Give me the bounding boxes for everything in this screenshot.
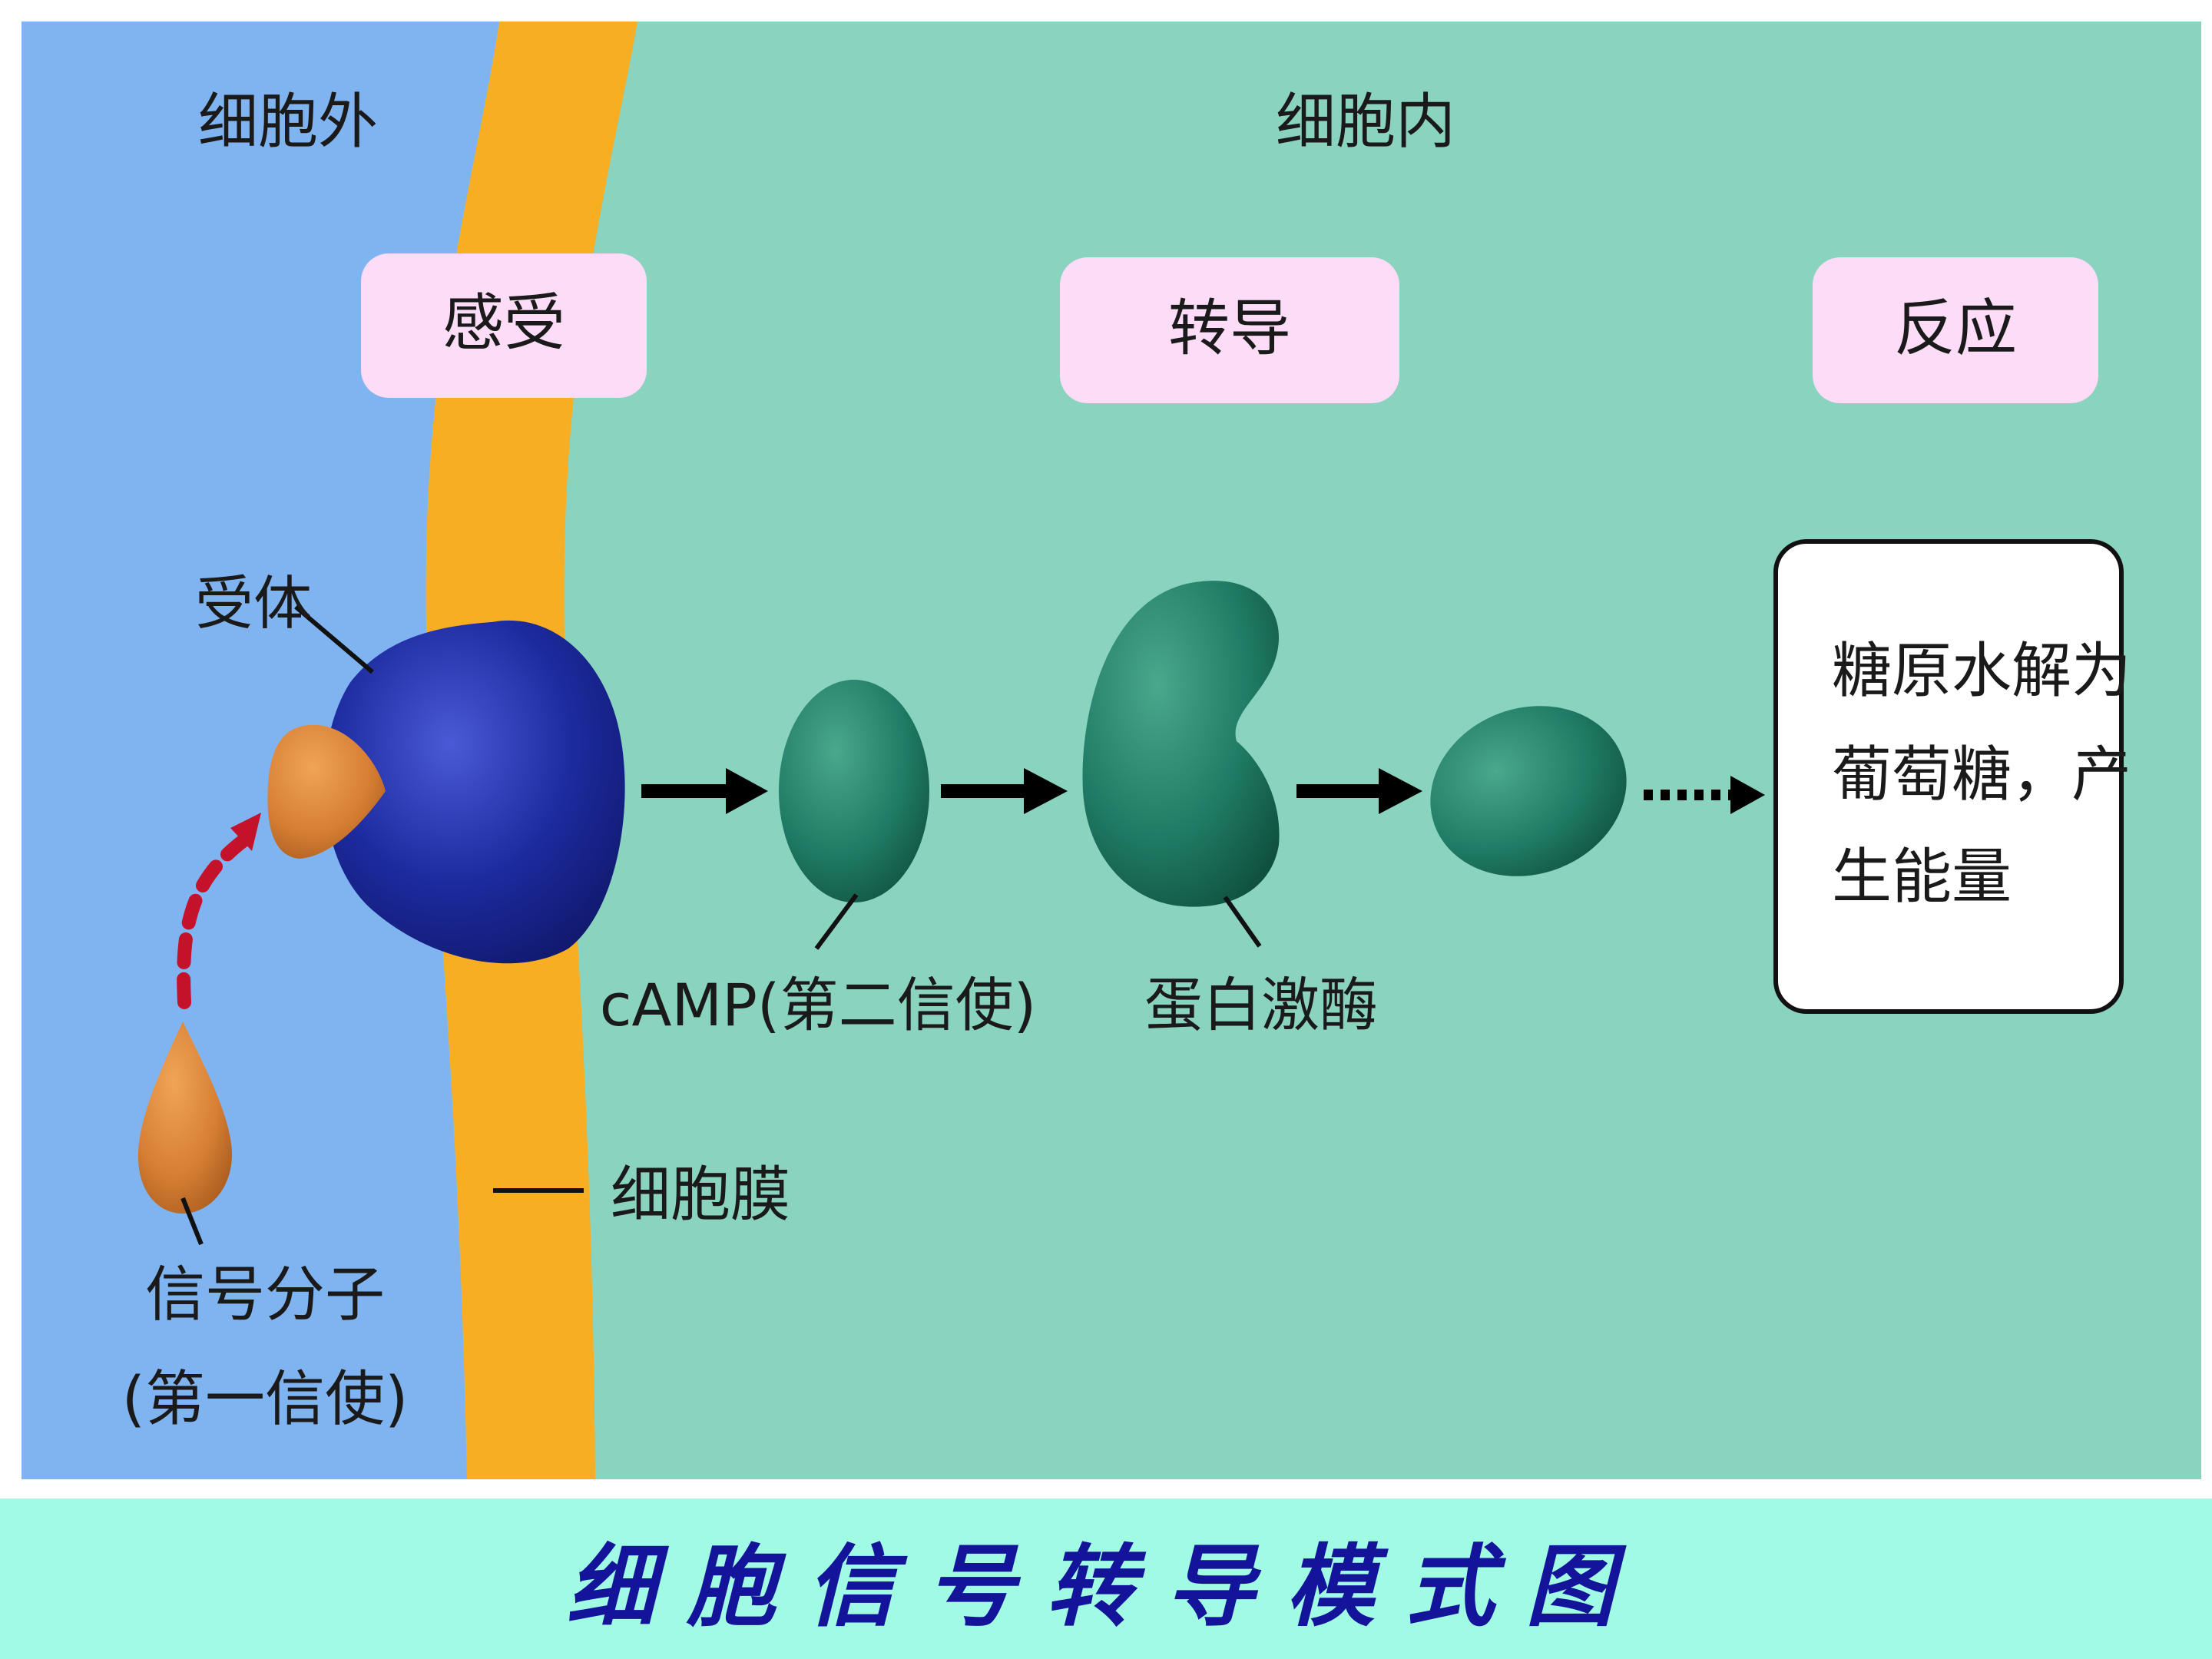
signal-molecule-leader-line (180, 1197, 204, 1246)
arrow-enzyme-to-response-dotted (1644, 776, 1765, 814)
binding-path-arrowhead (230, 813, 261, 851)
signal-molecule (137, 1022, 233, 1214)
arrow-camp-to-kinase (941, 768, 1068, 814)
bound-signal-molecule (267, 724, 386, 859)
kinase-leader-line (1223, 896, 1262, 948)
inside-label: 细胞内 (1276, 88, 1455, 157)
binding-path-arrow (177, 826, 260, 1009)
response-text-line1: 糖原水解为 (1832, 637, 2131, 706)
caption-bar (0, 1498, 2212, 1659)
activated-enzyme (1430, 706, 1627, 876)
receptor (324, 620, 625, 964)
response-text-line3: 生能量 (1832, 843, 2012, 912)
response-box (1773, 539, 2124, 1014)
receptor-label: 受体 (195, 569, 312, 637)
membrane-label: 细胞膜 (611, 1161, 790, 1230)
receptor-leader-line (294, 604, 374, 674)
stage-perception: 感受 (361, 253, 647, 398)
signal-molecule-label-line2: (第一信使) (122, 1365, 409, 1434)
outside-label: 细胞外 (198, 88, 378, 157)
protein-kinase-label: 蛋白激酶 (1144, 971, 1378, 1039)
arrow-receptor-to-camp (641, 768, 768, 814)
stage-transduction: 转导 (1060, 257, 1399, 403)
response-text-line2: 葡萄糖，产 (1832, 740, 2131, 810)
svg-text:反应: 反应 (1894, 293, 2017, 364)
camp-label: cAMP(第二信使) (600, 971, 1036, 1039)
svg-text:感受: 感受 (442, 287, 565, 359)
arrow-kinase-to-enzyme (1296, 768, 1422, 814)
camp-leader-line (814, 893, 859, 950)
stage-response: 反应 (1813, 257, 2098, 403)
figure-caption: 细胞信号转导模式图 (567, 1534, 1645, 1639)
signal-molecule-label-line1: 信号分子 (145, 1260, 385, 1330)
protein-kinase (1082, 581, 1280, 907)
camp-molecule (779, 680, 929, 902)
svg-text:转导: 转导 (1168, 293, 1291, 364)
